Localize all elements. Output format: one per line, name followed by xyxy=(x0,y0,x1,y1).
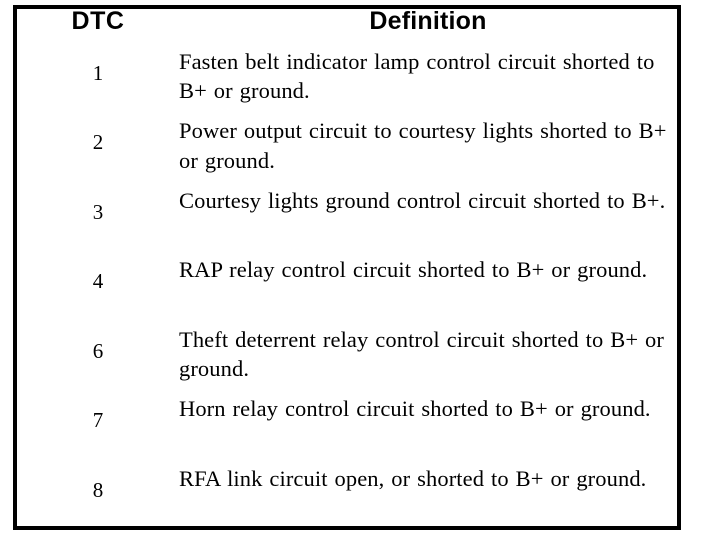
dtc-definition-value: RAP relay control circuit shorted to B+ … xyxy=(178,257,648,283)
dtc-definition-table: DTC Definition 1 Fasten belt indicator l… xyxy=(13,5,681,530)
table-row: 7 Horn relay control circuit shorted to … xyxy=(15,394,679,464)
cell-dtc-code: 8 xyxy=(15,463,179,528)
dtc-code-value: 3 xyxy=(92,199,104,224)
cell-dtc-code: 4 xyxy=(15,255,179,325)
column-header-definition: Definition xyxy=(178,7,679,47)
dtc-definition-value: Power output circuit to courtesy lights … xyxy=(178,118,667,173)
dtc-code-value: 6 xyxy=(92,338,104,363)
table-row: 8 RFA link circuit open, or shorted to B… xyxy=(15,463,679,528)
dtc-definition-value: Fasten belt indicator lamp control circu… xyxy=(178,49,655,104)
cell-dtc-definition: RAP relay control circuit shorted to B+ … xyxy=(178,255,679,325)
dtc-code-value: 4 xyxy=(92,269,104,294)
table-header-row: DTC Definition xyxy=(15,7,679,47)
cell-dtc-definition: Theft deterrent relay control circuit sh… xyxy=(178,324,679,395)
cell-dtc-definition: Courtesy lights ground control circuit s… xyxy=(178,185,679,256)
cell-dtc-definition: RFA link circuit open, or shorted to B+ … xyxy=(178,463,679,528)
dtc-code-value: 2 xyxy=(92,130,104,155)
cell-dtc-code: 1 xyxy=(15,47,179,117)
cell-dtc-code: 2 xyxy=(15,116,179,186)
table-row: 2 Power output circuit to courtesy light… xyxy=(15,116,679,186)
cell-dtc-code: 3 xyxy=(15,185,179,256)
table-row: 3 Courtesy lights ground control circuit… xyxy=(15,185,679,256)
cell-dtc-code: 7 xyxy=(15,394,179,464)
table-body: 1 Fasten belt indicator lamp control cir… xyxy=(15,47,679,528)
dtc-definition-value: Courtesy lights ground control circuit s… xyxy=(178,187,666,213)
dtc-code-value: 1 xyxy=(92,61,104,85)
dtc-definition-value: Horn relay control circuit shorted to B+… xyxy=(178,396,651,422)
cell-dtc-code: 6 xyxy=(15,324,179,395)
cell-dtc-definition: Power output circuit to courtesy lights … xyxy=(178,116,679,186)
cell-dtc-definition: Fasten belt indicator lamp control circu… xyxy=(178,47,679,117)
column-header-dtc: DTC xyxy=(15,7,179,47)
cell-dtc-definition: Horn relay control circuit shorted to B+… xyxy=(178,394,679,464)
table-header: DTC Definition xyxy=(15,7,679,47)
dtc-definition-value: RFA link circuit open, or shorted to B+ … xyxy=(178,465,647,491)
table-row: 6 Theft deterrent relay control circuit … xyxy=(15,324,679,395)
dtc-definition-value: Theft deterrent relay control circuit sh… xyxy=(178,326,665,381)
table-row: 1 Fasten belt indicator lamp control cir… xyxy=(15,47,679,117)
dtc-code-value: 7 xyxy=(92,408,104,433)
table-row: 4 RAP relay control circuit shorted to B… xyxy=(15,255,679,325)
dtc-code-value: 8 xyxy=(92,477,104,502)
